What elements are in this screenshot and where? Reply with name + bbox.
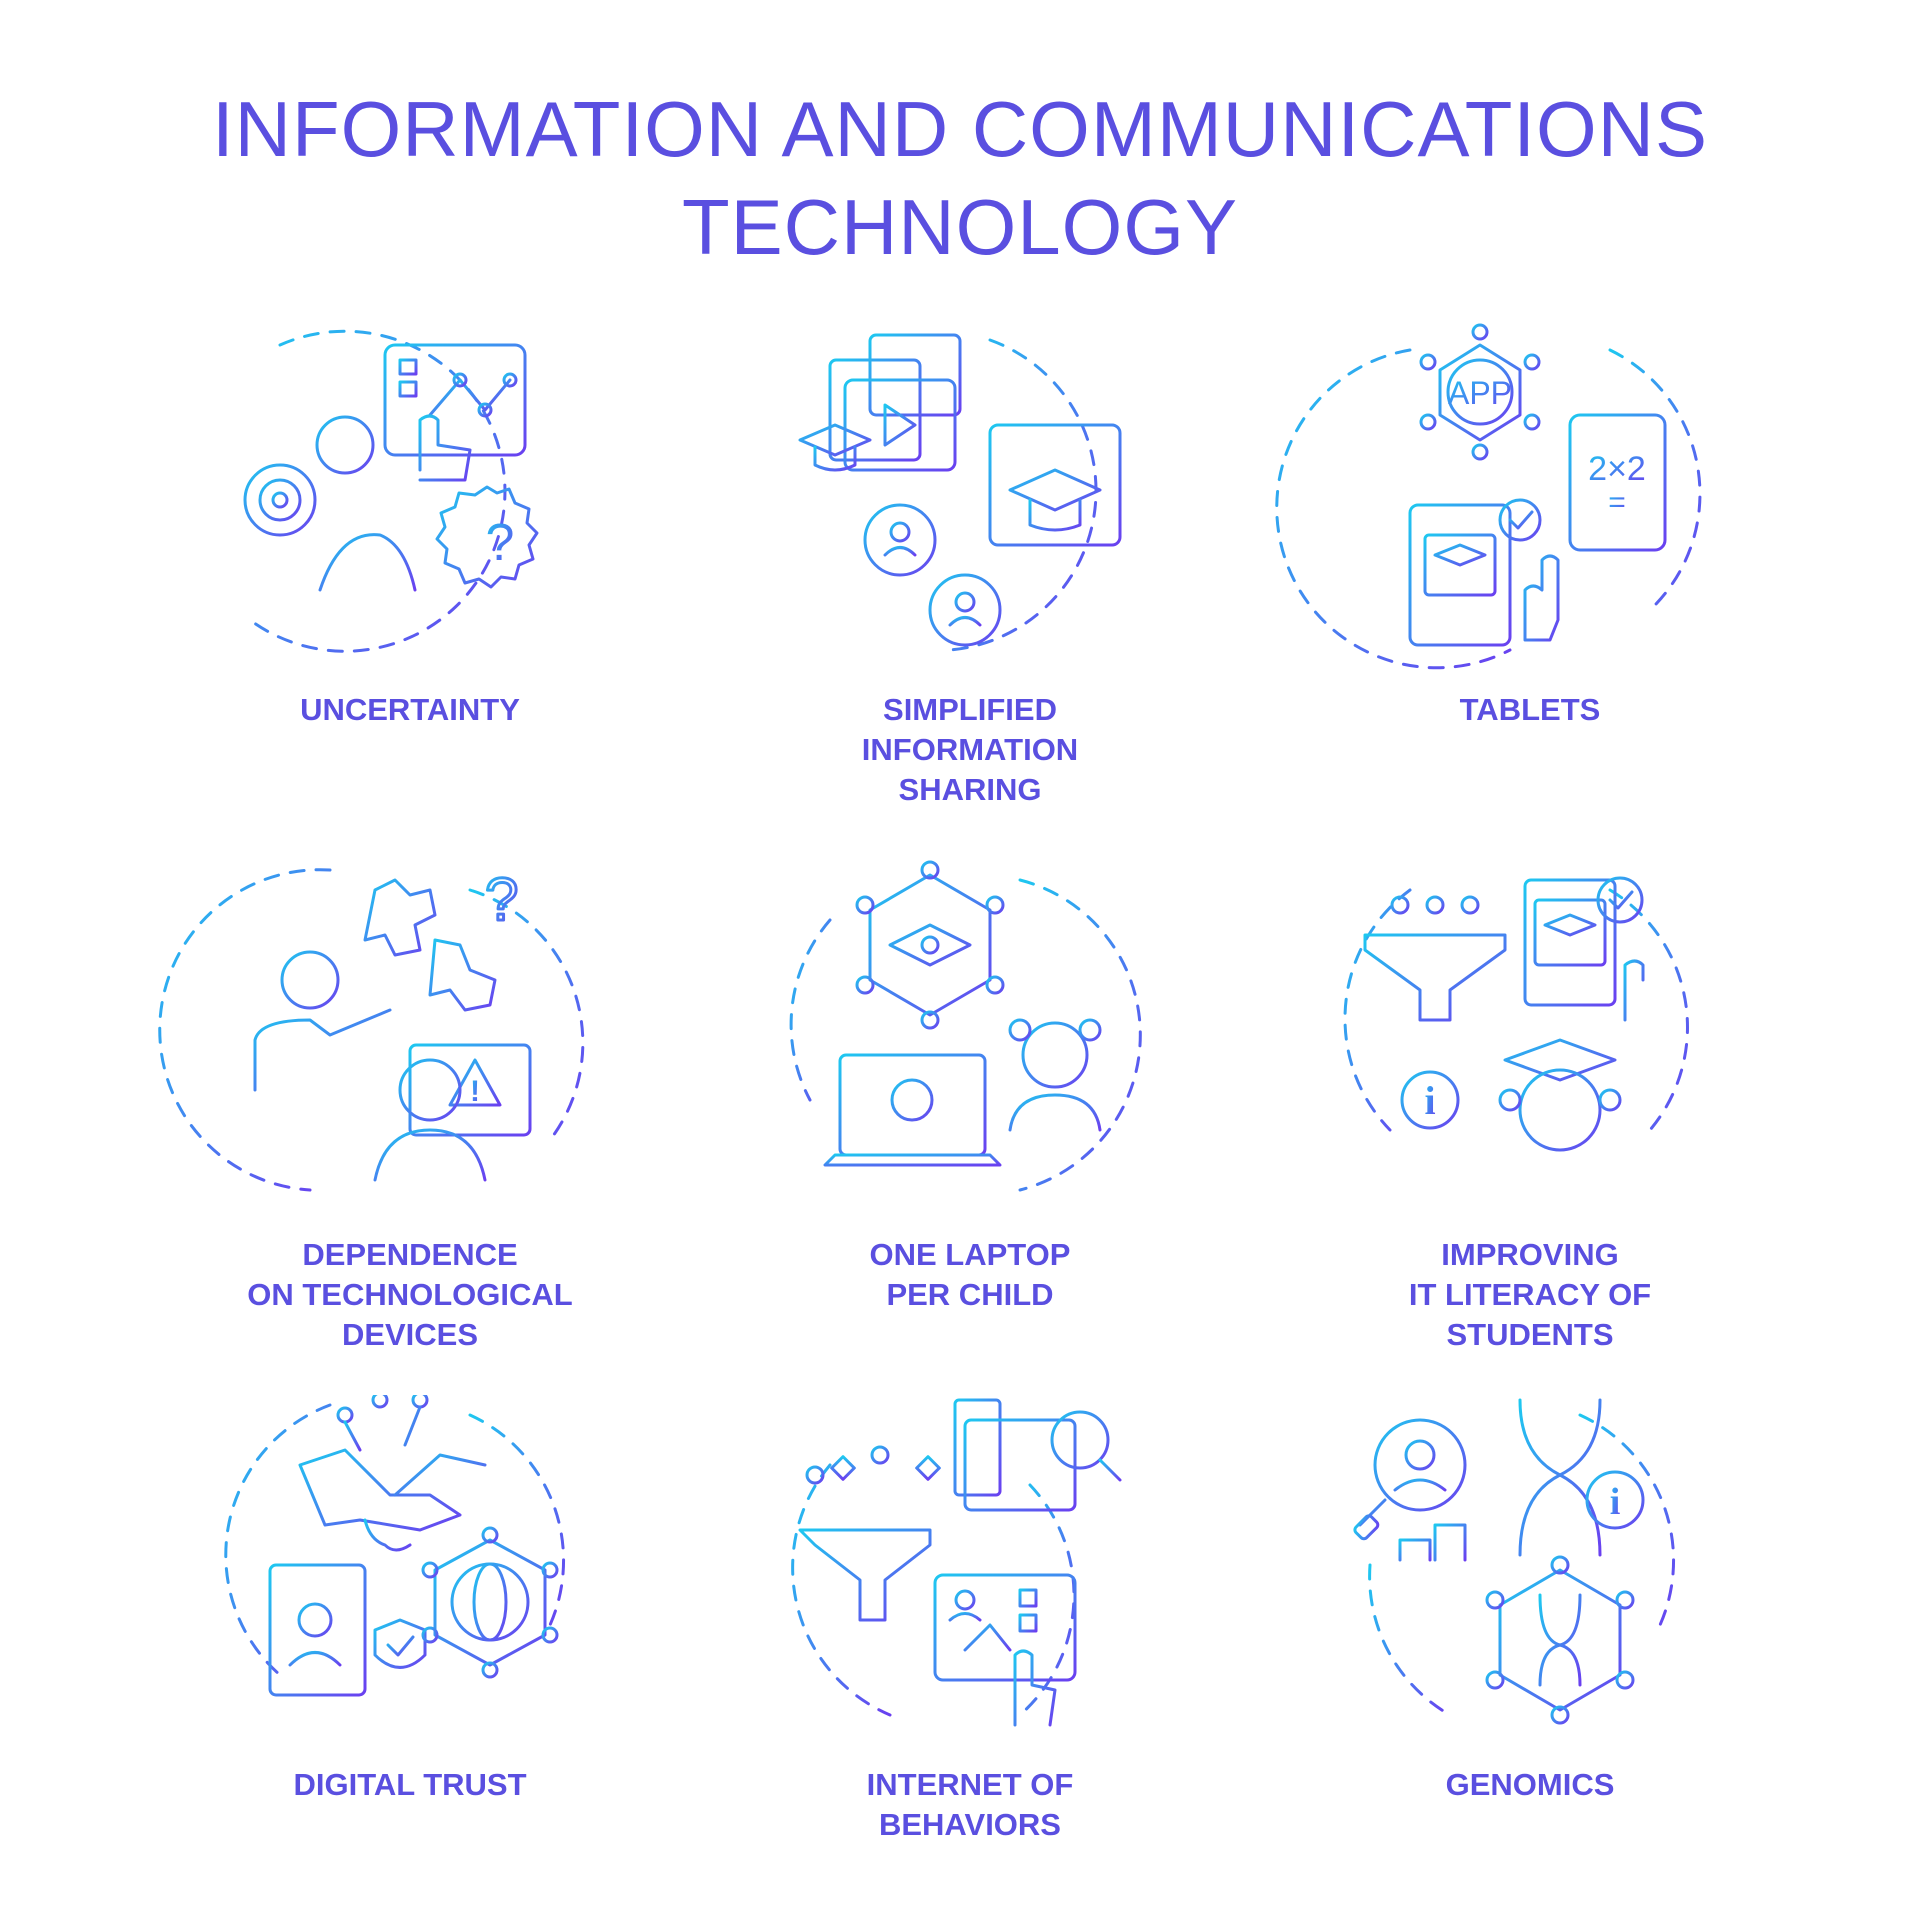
digital-trust-icon (224, 1395, 566, 1697)
info-icon: i (1610, 1481, 1621, 1523)
label-line: UNCERTAINTY (300, 692, 520, 727)
label-line: TABLETS (1459, 692, 1601, 727)
item-digital-trust: DIGITAL TRUST (130, 1395, 690, 1835)
item-tablets: APP 2×2 = TABLETS (1250, 320, 1810, 740)
information-sharing-icon (798, 333, 1122, 652)
label-line: BEHAVIORS (878, 1807, 1061, 1842)
title-line-2: TECHNOLOGY (681, 183, 1239, 271)
label-simplified-information-sharing: SIMPLIFIED INFORMATION SHARING (690, 690, 1250, 810)
label-digital-trust: DIGITAL TRUST (130, 1765, 690, 1805)
label-dependence: DEPENDENCE ON TECHNOLOGICAL DEVICES (130, 1235, 690, 1355)
tablets-icon: APP 2×2 = (1275, 323, 1702, 670)
info-icon: i (1424, 1078, 1435, 1123)
it-literacy-icon: i (1343, 876, 1689, 1152)
item-dependence: ? ! DEPENDENCE ON TECHNOLOGICAL DEVICES (130, 860, 690, 1352)
label-line: STUDENTS (1446, 1317, 1614, 1352)
label-internet-of-behaviors: INTERNET OF BEHAVIORS (690, 1765, 1250, 1845)
dependence-devices-icon: ? ! (158, 865, 585, 1192)
label-line: SIMPLIFIED (883, 692, 1057, 727)
title-line-1: INFORMATION AND COMMUNICATIONS (211, 85, 1709, 173)
label-line: DIGITAL TRUST (293, 1767, 527, 1802)
item-internet-of-behaviors: INTERNET OF BEHAVIORS (690, 1395, 1250, 1842)
item-one-laptop: ONE LAPTOP PER CHILD (690, 860, 1250, 1312)
item-genomics: i GENOMICS (1250, 1395, 1810, 1835)
one-laptop-icon (789, 860, 1142, 1192)
internet-of-behaviors-icon (791, 1398, 1122, 1727)
label-line: IMPROVING (1441, 1237, 1619, 1272)
label-line: ONE LAPTOP (869, 1237, 1071, 1272)
question-mark-icon: ? (486, 514, 515, 572)
app-text: APP (1448, 375, 1512, 411)
item-it-literacy: i IMPROVING IT LITERACY OF STUDENTS (1250, 860, 1810, 1352)
label-line: DEPENDENCE (302, 1237, 518, 1272)
label-line: INTERNET OF (866, 1767, 1074, 1802)
page-title: INFORMATION AND COMMUNICATIONS TECHNOLOG… (0, 80, 1920, 276)
label-one-laptop: ONE LAPTOP PER CHILD (690, 1235, 1250, 1315)
label-line: DEVICES (341, 1317, 479, 1352)
math-text-bottom: = (1608, 486, 1626, 519)
item-uncertainty: ? UNCERTAINTY (130, 320, 690, 740)
label-genomics: GENOMICS (1250, 1765, 1810, 1805)
label-line: SHARING (898, 772, 1042, 807)
math-text-top: 2×2 (1588, 450, 1646, 488)
label-line: GENOMICS (1445, 1767, 1615, 1802)
label-line: ON TECHNOLOGICAL (247, 1277, 573, 1312)
label-line: IT LITERACY OF (1408, 1277, 1652, 1312)
svg-text:?: ? (485, 866, 518, 933)
label-line: INFORMATION (861, 732, 1079, 767)
label-tablets: TABLETS (1250, 690, 1810, 730)
label-it-literacy: IMPROVING IT LITERACY OF STUDENTS (1250, 1235, 1810, 1355)
warning-icon: ! (470, 1075, 480, 1108)
item-simplified-information-sharing: SIMPLIFIED INFORMATION SHARING (690, 320, 1250, 807)
genomics-icon: i (1353, 1398, 1676, 1725)
label-uncertainty: UNCERTAINTY (130, 690, 690, 730)
label-line: PER CHILD (886, 1277, 1054, 1312)
uncertainty-icon: ? (243, 329, 539, 653)
